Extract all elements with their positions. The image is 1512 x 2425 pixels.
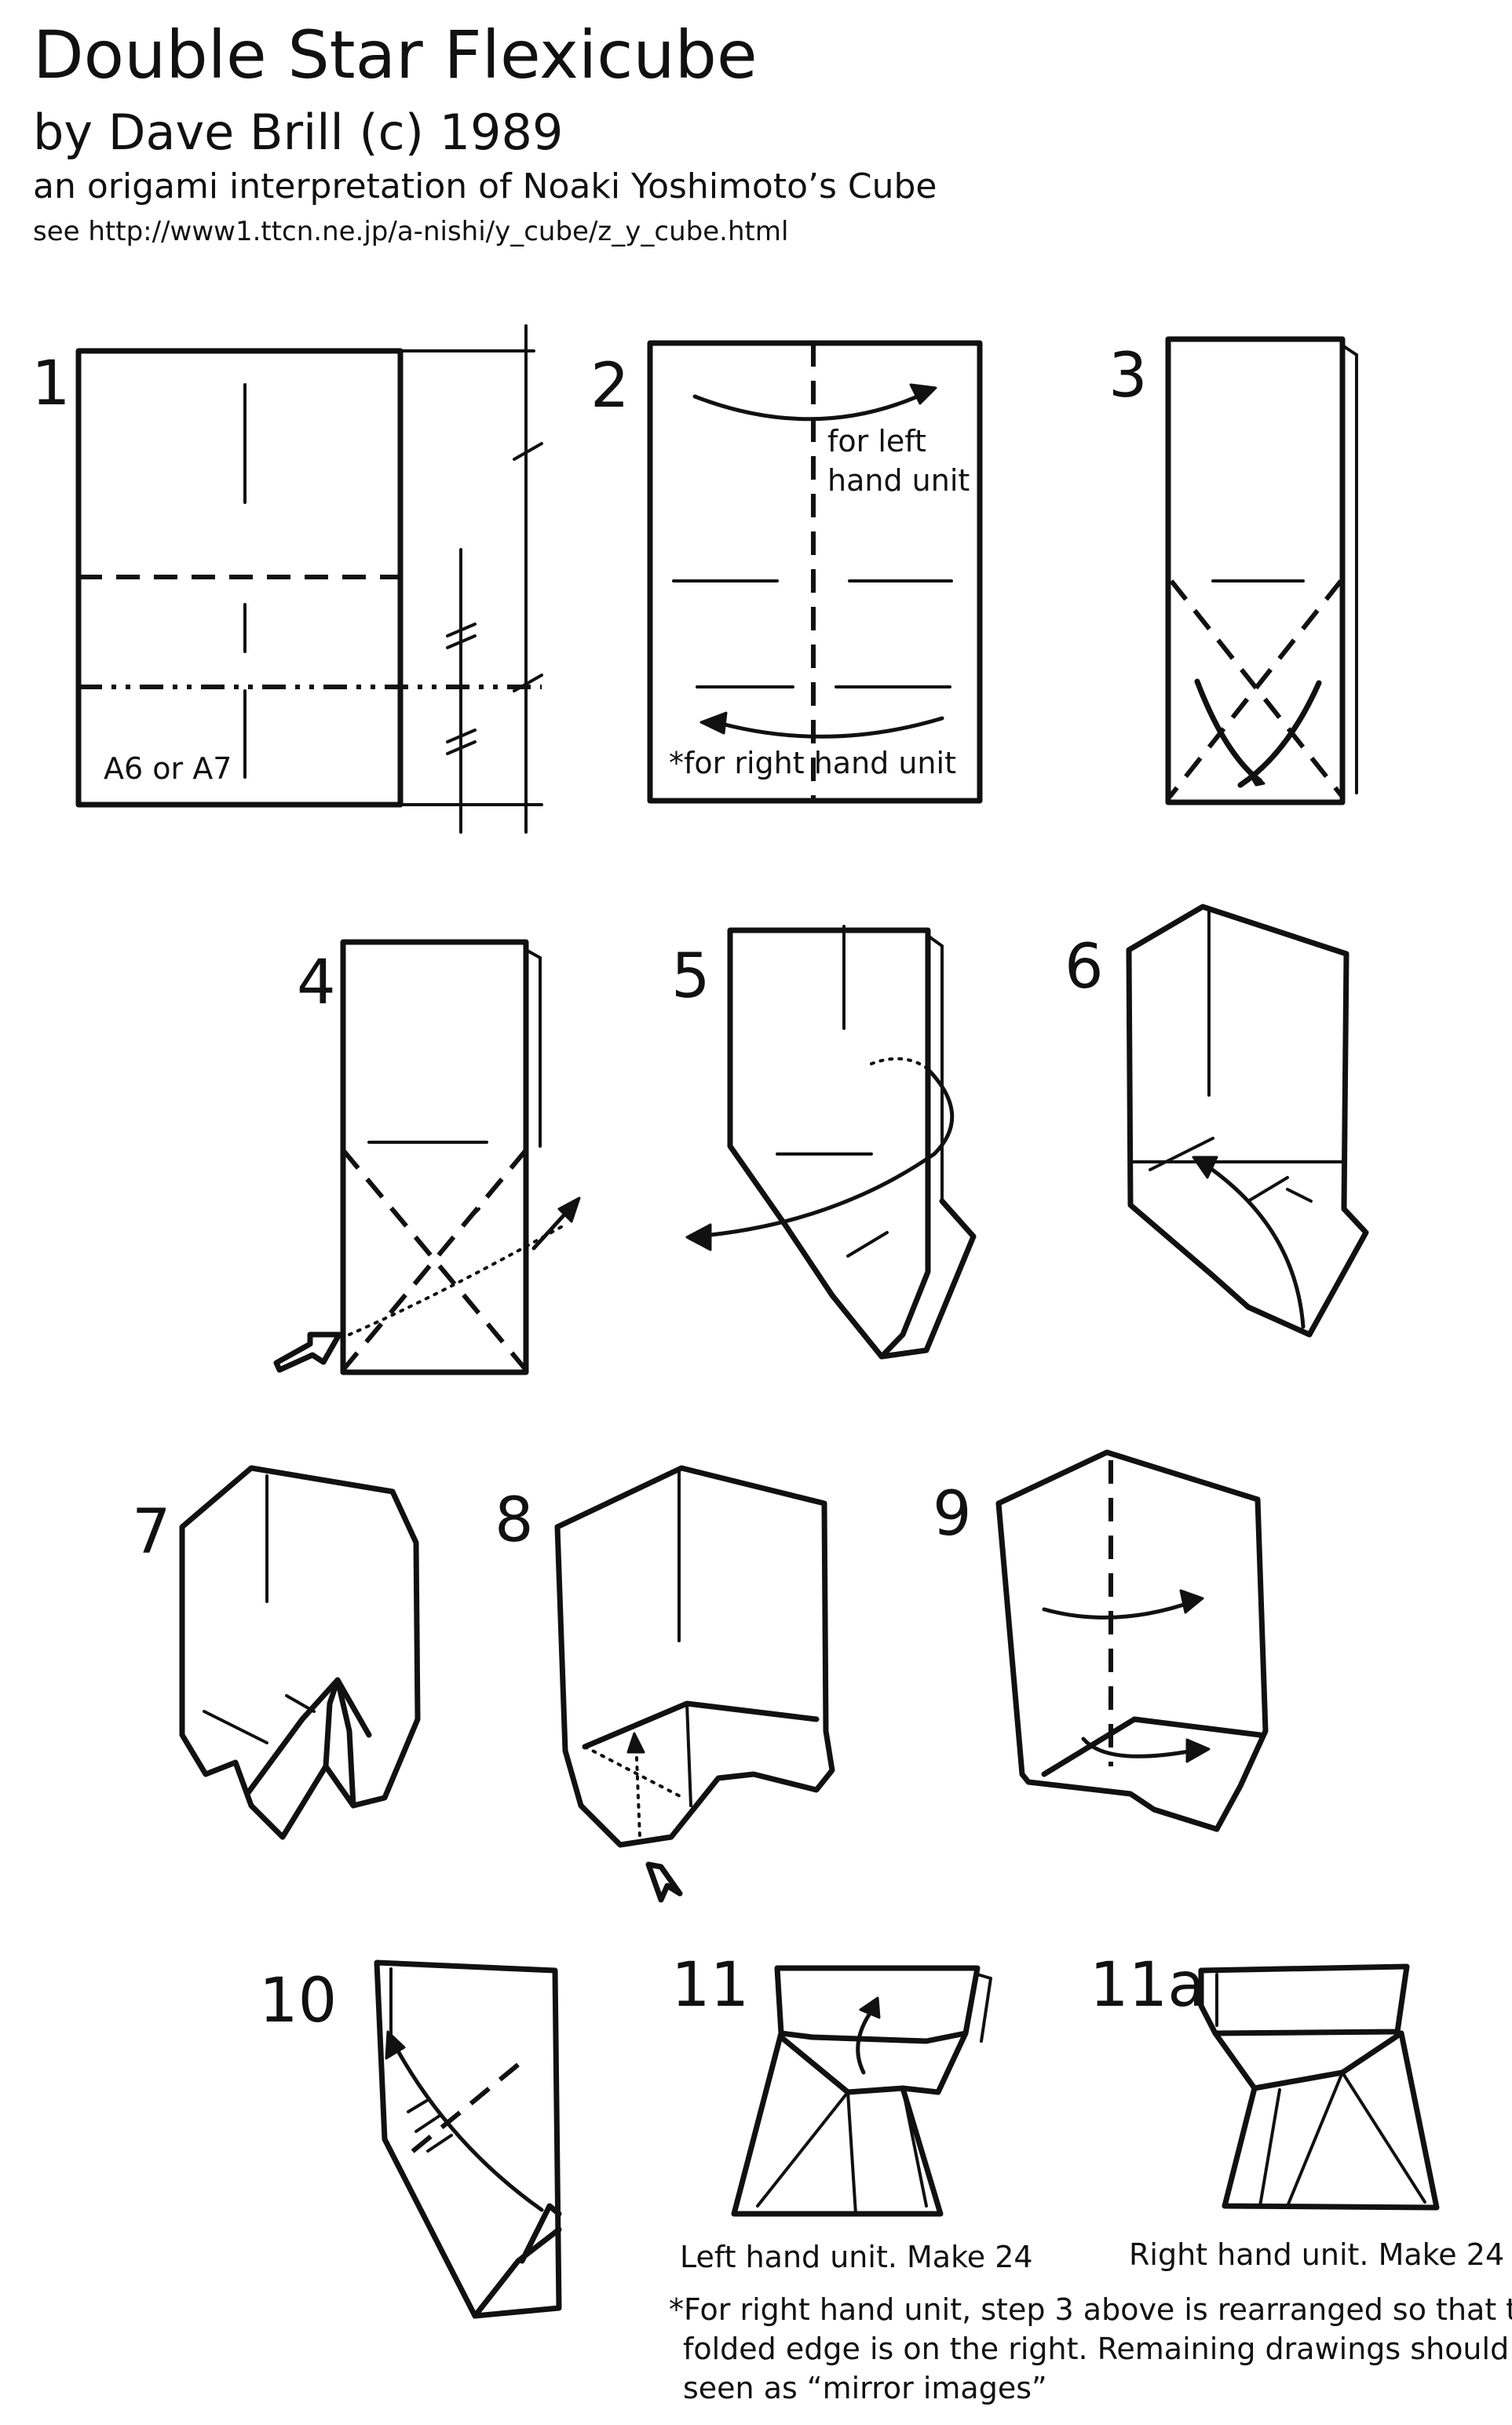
step-number-8: 8 bbox=[495, 1485, 534, 1556]
step-number-2: 2 bbox=[590, 351, 630, 422]
step-11-diagram: 11 Left hand unit. Make 24 bbox=[671, 1950, 1033, 2274]
right-hand-note: *for right hand unit bbox=[669, 746, 956, 780]
mirror-note: *For right hand unit, step 3 above is re… bbox=[669, 2292, 1512, 2405]
step-9-diagram: 9 bbox=[933, 1449, 1269, 1832]
step-4-diagram: 4 bbox=[273, 939, 581, 1375]
step-10-diagram: 10 bbox=[259, 1959, 562, 2319]
subtitle: an origami interpretation of Noaki Yoshi… bbox=[33, 166, 937, 206]
step-number-11: 11 bbox=[671, 1950, 749, 2021]
note-line-2: folded edge is on the right. Remaining d… bbox=[683, 2332, 1512, 2366]
step-number-1: 1 bbox=[31, 349, 71, 419]
step-1-diagram: 1 A6 or A7 bbox=[31, 324, 543, 834]
paper-size-label: A6 or A7 bbox=[104, 751, 232, 786]
step-11a-diagram: 11a Right hand unit. Make 24 bbox=[1090, 1950, 1504, 2272]
step-3-diagram: 3 bbox=[1108, 336, 1358, 805]
step-number-4: 4 bbox=[297, 948, 336, 1018]
page-title: Double Star Flexicube bbox=[33, 16, 758, 93]
author-byline: by Dave Brill (c) 1989 bbox=[33, 104, 564, 161]
left-hand-note-line1: for left bbox=[827, 424, 926, 458]
right-unit-caption: Right hand unit. Make 24 bbox=[1129, 2237, 1504, 2272]
step-number-6: 6 bbox=[1065, 932, 1104, 1003]
step-8-diagram: 8 bbox=[495, 1465, 835, 1903]
left-hand-note-line2: hand unit bbox=[827, 463, 970, 498]
note-line-1: *For right hand unit, step 3 above is re… bbox=[669, 2292, 1512, 2327]
left-unit-caption: Left hand unit. Make 24 bbox=[680, 2240, 1033, 2274]
step-number-10: 10 bbox=[259, 1966, 337, 2036]
note-line-3: seen as “mirror images” bbox=[683, 2371, 1047, 2405]
step-2-diagram: 2 for left hand unit *for right hand uni… bbox=[590, 340, 983, 804]
step-7-diagram: 7 bbox=[132, 1465, 421, 1840]
step-number-5: 5 bbox=[671, 941, 710, 1012]
step-number-9: 9 bbox=[933, 1479, 972, 1550]
step-number-3: 3 bbox=[1108, 341, 1148, 411]
step-number-7: 7 bbox=[132, 1497, 171, 1568]
step-5-diagram: 5 bbox=[671, 925, 977, 1360]
source-url[interactable]: see http://www1.ttcn.ne.jp/a-nishi/y_cub… bbox=[33, 216, 789, 247]
step-6-diagram: 6 bbox=[1065, 904, 1369, 1338]
step-number-11a: 11a bbox=[1090, 1950, 1205, 2021]
